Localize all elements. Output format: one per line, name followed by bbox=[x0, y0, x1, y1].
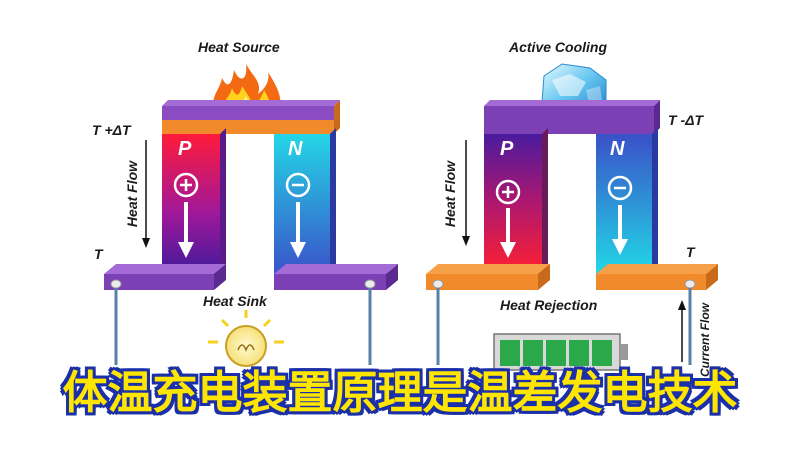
left-n-label: N bbox=[288, 138, 303, 160]
current-flow-arrow-icon bbox=[678, 300, 686, 362]
right-heat-flow-arrow-icon bbox=[462, 140, 470, 246]
right-p-label: P bbox=[500, 138, 514, 160]
left-bottom-plate-right bbox=[274, 264, 398, 274]
right-n-label: N bbox=[610, 138, 625, 160]
right-module bbox=[426, 63, 718, 371]
left-n-leg bbox=[274, 134, 330, 278]
light-bulb-icon bbox=[208, 310, 284, 367]
left-temp-top-label: T +ΔT bbox=[92, 122, 131, 138]
left-temp-bottom-label: T bbox=[94, 246, 103, 262]
right-n-leg bbox=[596, 134, 652, 274]
left-heat-flow-label: Heat Flow bbox=[124, 160, 140, 228]
plus-icon bbox=[173, 172, 199, 198]
right-top-plate bbox=[484, 100, 660, 106]
right-p-leg bbox=[484, 134, 542, 274]
left-p-label: P bbox=[178, 138, 192, 160]
right-bottom-label: Heat Rejection bbox=[500, 297, 598, 313]
plus-icon bbox=[495, 179, 521, 205]
battery-icon bbox=[493, 333, 628, 371]
right-n-arrow-icon bbox=[612, 205, 628, 255]
left-bottom-plate-left bbox=[104, 264, 226, 274]
minus-icon bbox=[285, 172, 311, 198]
right-top-label: Active Cooling bbox=[509, 39, 608, 55]
minus-icon bbox=[607, 175, 633, 201]
left-top-label: Heat Source bbox=[198, 39, 280, 55]
left-top-plate bbox=[162, 100, 340, 106]
left-bottom-label: Heat Sink bbox=[203, 293, 267, 309]
left-p-arrow-icon bbox=[178, 202, 194, 258]
right-temp-top-label: T -ΔT bbox=[668, 112, 704, 128]
right-bottom-plate-left bbox=[426, 264, 550, 274]
right-heat-flow-label: Heat Flow bbox=[442, 160, 458, 228]
right-p-arrow-icon bbox=[500, 208, 516, 258]
left-module bbox=[104, 64, 398, 367]
right-bottom-plate-right bbox=[596, 264, 718, 274]
right-temp-bottom-label: T bbox=[686, 244, 695, 260]
banner-caption: 体温充电装置原理是温差发电技术 bbox=[62, 366, 738, 419]
left-p-leg bbox=[162, 134, 220, 278]
left-n-arrow-icon bbox=[290, 202, 306, 258]
left-heat-flow-arrow-icon bbox=[142, 140, 150, 248]
